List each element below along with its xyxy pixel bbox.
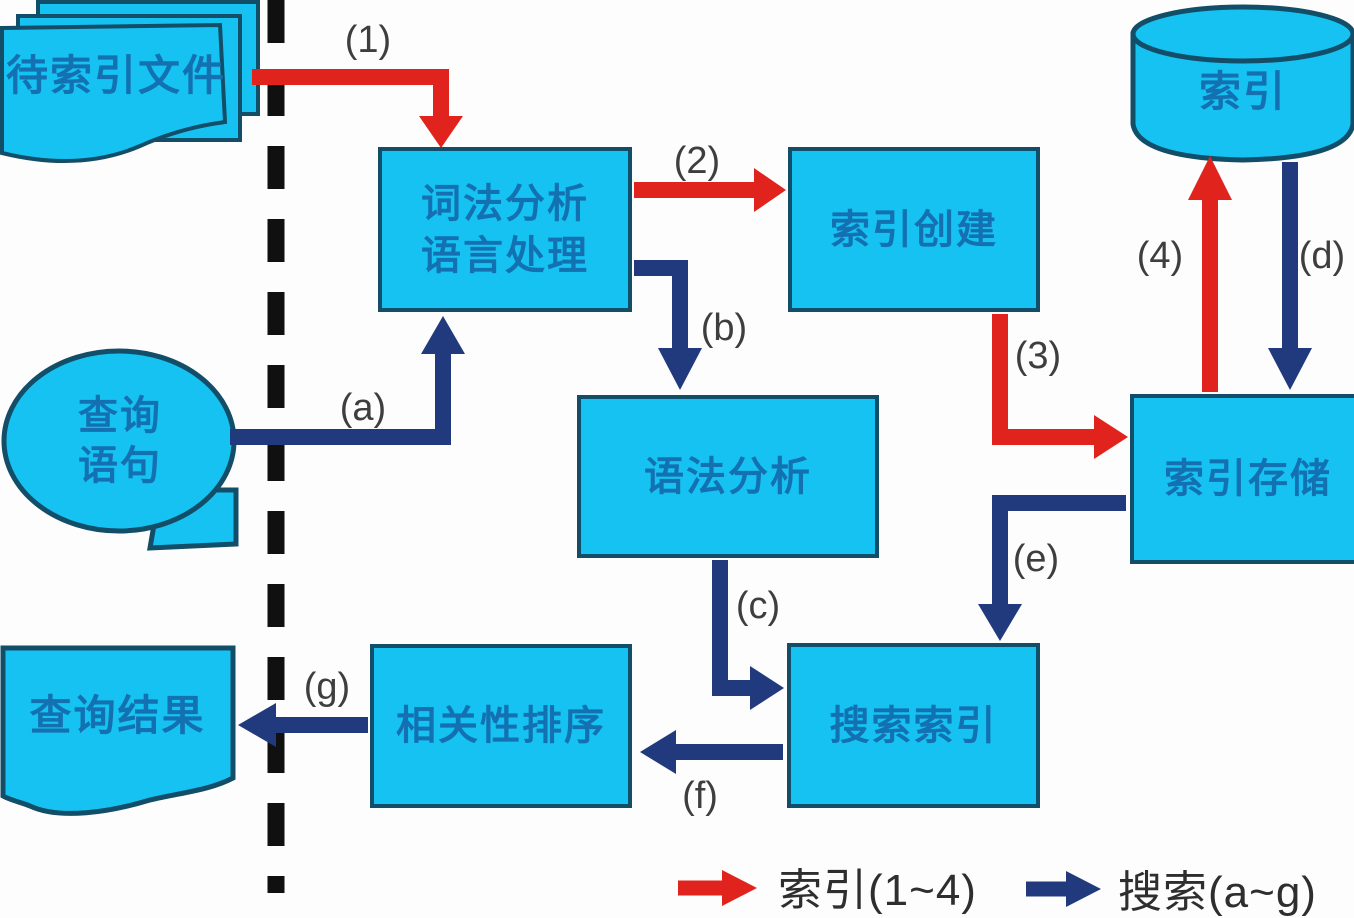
query-bubble-body	[1, 348, 237, 534]
arrow-3-label: (3)	[1014, 334, 1062, 377]
pending-files-page-front	[0, 22, 228, 164]
legend-index-label: 索引(1~4)	[778, 866, 977, 915]
search-flow-arrows	[230, 162, 1298, 760]
arrow-g-label: (g)	[303, 665, 351, 708]
arrow-c-label: (c)	[735, 584, 781, 627]
index-flow-arrows	[252, 69, 1218, 445]
search-flow-arrowheads	[238, 316, 1312, 774]
index-flow-arrowheads	[419, 116, 1232, 459]
node-relevance-ranking: 相关性排序	[370, 644, 632, 808]
node-search-index: 搜索索引	[787, 643, 1040, 808]
arrow-b-head	[658, 348, 702, 390]
arrow-1	[252, 69, 449, 120]
index-db-cylinder	[1130, 4, 1354, 163]
arrow-4-label: (4)	[1136, 234, 1184, 277]
arrow-2-head	[754, 168, 786, 212]
arrow-f-label: (f)	[682, 774, 718, 817]
arrow-3-head	[1094, 415, 1128, 459]
arrow-g-head	[238, 703, 276, 747]
arrow-e-head	[978, 604, 1022, 641]
arrow-1-label: (1)	[344, 18, 392, 61]
node-index-store: 索引存储	[1130, 394, 1354, 564]
arrow-c-head	[750, 666, 784, 710]
legend-red-arrow-head	[722, 870, 757, 906]
arrow-a-head	[421, 316, 465, 354]
arrow-b	[634, 260, 688, 352]
node-lexical-processing-label: 词法分析 语言处理	[421, 181, 589, 278]
query-bubble-shape	[1, 348, 239, 551]
legend-swatches	[678, 870, 1101, 907]
arrow-f-head	[640, 730, 676, 774]
legend-search-label: 搜索(a~g)	[1118, 868, 1317, 917]
arrow-4-head	[1188, 156, 1232, 200]
arrow-a	[230, 350, 451, 445]
node-syntax-analysis: 语法分析	[577, 395, 879, 558]
node-lexical-processing: 词法分析 语言处理	[378, 147, 632, 312]
node-relevance-ranking-label: 相关性排序	[396, 704, 606, 748]
arrow-e-label: (e)	[1012, 537, 1060, 580]
arrow-2-label: (2)	[673, 139, 721, 182]
index-db-cylinder-top	[1130, 4, 1354, 64]
arrow-a-label: (a)	[339, 386, 387, 429]
arrow-3	[992, 314, 1098, 445]
arrow-b-label: (b)	[700, 306, 748, 349]
arrow-1-head	[419, 116, 463, 148]
pending-files-shape	[0, 0, 260, 164]
arrow-e	[992, 495, 1126, 608]
node-index-create-label: 索引创建	[830, 207, 998, 252]
arrow-d-head	[1268, 348, 1312, 390]
node-index-store-label: 索引存储	[1164, 457, 1332, 501]
node-syntax-analysis-label: 语法分析	[644, 454, 812, 499]
query-result-shape	[0, 645, 236, 816]
arrow-c	[712, 560, 754, 696]
node-index-create: 索引创建	[788, 147, 1040, 312]
legend-navy-arrow-head	[1066, 871, 1101, 907]
node-search-index-label: 搜索索引	[829, 703, 998, 748]
index-db-cylinder-body	[1130, 31, 1354, 163]
arrow-d-label: (d)	[1298, 234, 1346, 277]
